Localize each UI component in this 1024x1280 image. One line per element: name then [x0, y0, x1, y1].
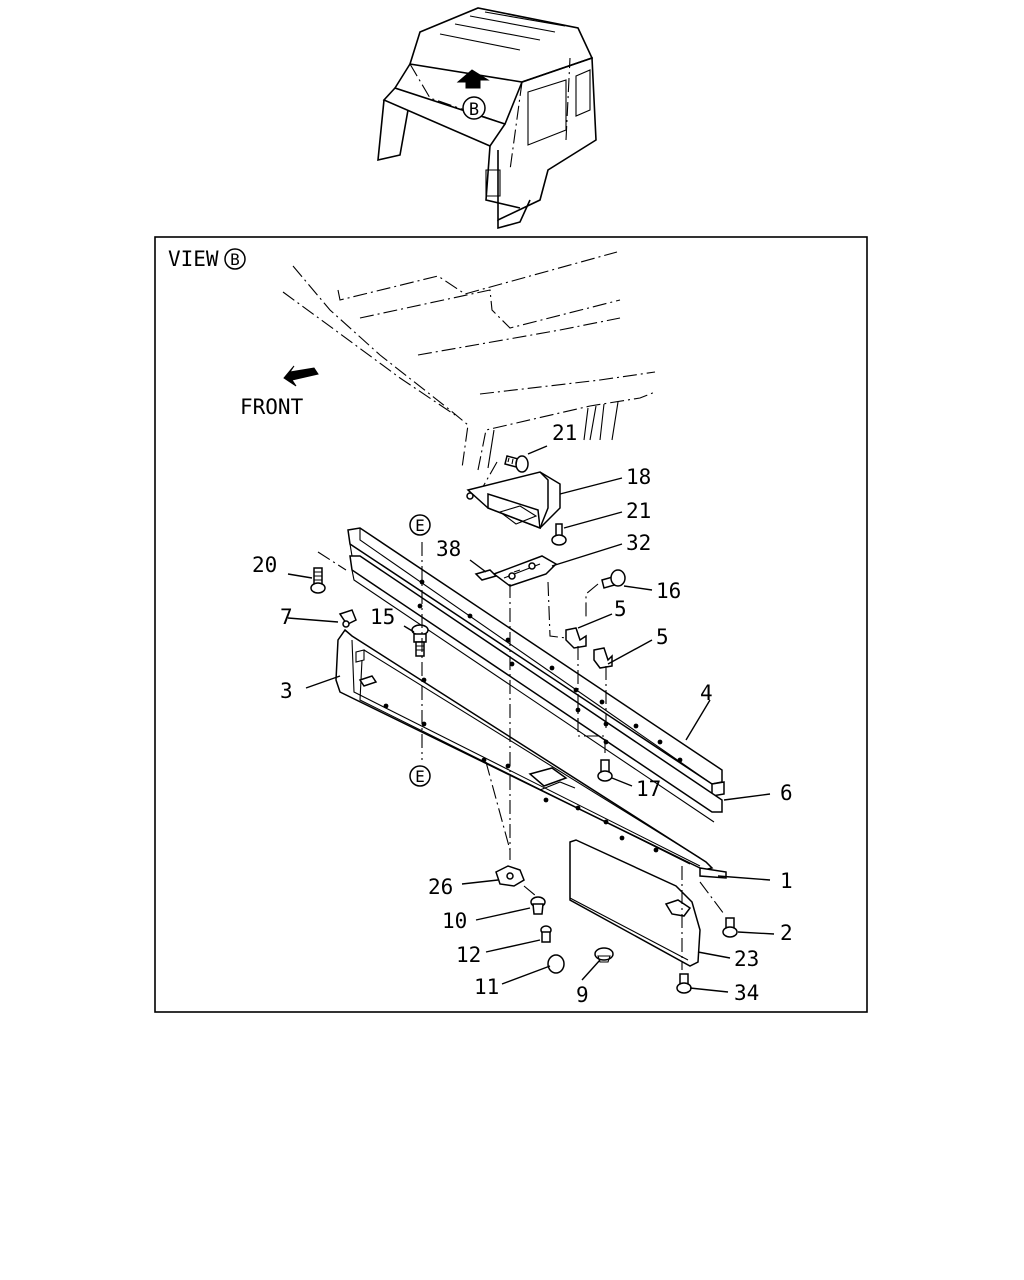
callout-38: 38: [436, 537, 461, 561]
callout-7: 7: [280, 605, 293, 629]
bolt-20: [310, 567, 326, 594]
section-marker-e-bottom: [409, 765, 431, 787]
callout-21-upper: 21: [552, 421, 577, 445]
fastener-15: [411, 624, 429, 657]
rail-4: [347, 527, 725, 797]
fastener-12: [540, 925, 552, 943]
cab-view-marker-letter: B: [469, 100, 479, 120]
callout-5-lower: 5: [656, 625, 669, 649]
callout-numbers: 21 18 21 32 38 16 5 5 4 6 17 1 2 23 34 2…: [252, 421, 793, 1007]
callout-4: 4: [700, 681, 713, 705]
panel-holes: [383, 677, 659, 853]
screw-21-upper: [504, 455, 529, 473]
front-label: FRONT: [240, 395, 304, 419]
cap-11: [547, 954, 565, 974]
callout-11: 11: [474, 975, 499, 999]
view-marker-letter: B: [230, 250, 240, 269]
callout-9: 9: [576, 983, 589, 1007]
bolt-16: [601, 569, 626, 589]
front-arrow-icon: [283, 365, 319, 387]
callout-20: 20: [252, 553, 277, 577]
section-marker-e-top-letter: E: [415, 516, 425, 535]
callout-23: 23: [734, 947, 759, 971]
rail-6: [349, 555, 723, 823]
screw-34: [676, 973, 692, 994]
screw-21-lower: [551, 523, 567, 546]
callout-21-lower: 21: [626, 499, 651, 523]
callout-18: 18: [626, 465, 651, 489]
callout-32: 32: [626, 531, 651, 555]
view-marker-circle: [224, 248, 246, 270]
bolt-17: [597, 759, 613, 782]
callout-6: 6: [780, 781, 793, 805]
cab-overview-illustration: B: [377, 7, 597, 230]
section-marker-e-bottom-letter: E: [415, 767, 425, 786]
section-marker-e-top: [409, 514, 431, 536]
roof-structure: [282, 251, 656, 471]
screw-2: [722, 917, 738, 938]
callout-leaders: [287, 445, 775, 993]
callout-2: 2: [780, 921, 793, 945]
callout-17: 17: [636, 777, 661, 801]
view-label: VIEW: [168, 247, 219, 271]
fastener-10: [530, 896, 546, 915]
callout-16: 16: [656, 579, 681, 603]
assembly-lines: [421, 542, 683, 970]
sun-visor-23: [569, 839, 701, 967]
callout-5-upper: 5: [614, 597, 627, 621]
callout-3: 3: [280, 679, 293, 703]
callout-1: 1: [780, 869, 793, 893]
view-frame: [154, 236, 868, 1013]
bracket-32: [492, 555, 558, 587]
fastener-9: [594, 947, 614, 963]
callout-12: 12: [456, 943, 481, 967]
clip-5-b: [593, 647, 613, 669]
callout-15: 15: [370, 605, 395, 629]
clip-7: [338, 609, 357, 625]
callout-26: 26: [428, 875, 453, 899]
cab-view-marker-circle: [462, 96, 486, 120]
callout-10: 10: [442, 909, 467, 933]
rail-holes: [417, 579, 683, 763]
clip-5-a: [565, 627, 587, 649]
bracket-18: [466, 471, 561, 530]
callout-34: 34: [734, 981, 759, 1005]
